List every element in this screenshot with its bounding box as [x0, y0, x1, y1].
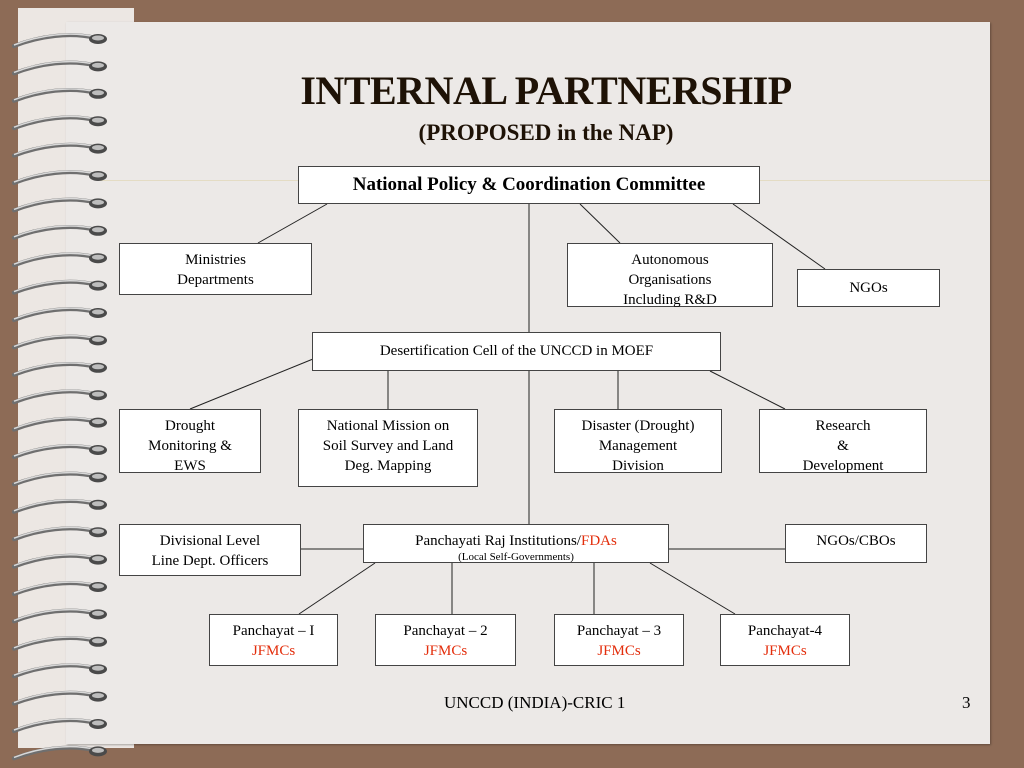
box-text: Division [612, 458, 664, 474]
box-text: Organisations [628, 272, 712, 288]
spiral-coil [12, 526, 107, 542]
spiral-coil [12, 60, 107, 76]
box-text: Panchayat-4 [747, 623, 823, 639]
jfmc-label: JFMCs [251, 643, 296, 659]
box-text: Desertification Cell of the UNCCD in MOE… [379, 343, 654, 359]
slide-subtitle: (PROPOSED in the NAP) [418, 120, 674, 145]
box-ministries-departments: Ministries Departments [119, 243, 312, 295]
box-disaster-management-division: Disaster (Drought) Management Division [554, 409, 722, 474]
spiral-coil [12, 635, 107, 651]
box-text: Deg. Mapping [344, 458, 432, 474]
box-desertification-cell: Desertification Cell of the UNCCD in MOE… [312, 332, 721, 371]
spiral-binding [12, 33, 107, 761]
box-text: Panchayat – 3 [576, 623, 662, 639]
connector-top-ngos [732, 203, 826, 270]
spiral-coil [12, 87, 107, 103]
box-text: Line Dept. Officers [151, 553, 269, 569]
box-panchayat-3: Panchayat – 3 JFMCs [554, 614, 684, 666]
box-text: Disaster (Drought) [581, 418, 695, 434]
spiral-coil [12, 142, 107, 158]
spiral-coil [12, 444, 107, 459]
jfmc-label: JFMCs [423, 643, 468, 659]
spiral-coil [12, 581, 107, 596]
spiral-coil [12, 224, 107, 240]
spiral-coil [12, 279, 107, 295]
box-text: EWS [174, 458, 206, 474]
box-text: Soil Survey and Land [322, 438, 454, 454]
spiral-coil [12, 334, 107, 350]
spiral-coil [12, 197, 107, 213]
connector-cell-drought [189, 358, 314, 410]
box-text: Autonomous [631, 252, 709, 268]
spiral-coil [12, 361, 107, 377]
slide-title: INTERNAL PARTNERSHIP [300, 68, 792, 113]
connector-top-ministries [257, 203, 328, 244]
box-panchayat-1: Panchayat – I JFMCs [209, 614, 338, 666]
spiral-coil [12, 416, 107, 432]
spiral-coil [12, 170, 107, 185]
spiral-coil [12, 389, 107, 405]
box-text: Development [802, 458, 884, 474]
box-text: & [837, 438, 849, 454]
pri-fdas-label: FDAs [580, 533, 617, 549]
spiral-coil [12, 608, 107, 624]
connector-cell-research [709, 370, 786, 410]
spiral-coil [12, 115, 107, 131]
connector-pri-p4 [649, 562, 736, 615]
spiral-coil [12, 252, 107, 268]
box-autonomous-organisations: Autonomous Organisations Including R&D [567, 243, 773, 308]
box-text: NGOs [849, 280, 888, 296]
box-ngos-cbos: NGOs/CBOs [785, 524, 927, 563]
box-text: Monitoring & [148, 438, 232, 454]
pri-label: Panchayati Raj Institutions/ [415, 533, 581, 549]
box-panchayat-4: Panchayat-4 JFMCs [720, 614, 850, 666]
spiral-coil [12, 718, 107, 733]
spiral-coil [12, 498, 107, 514]
spiral-coil [12, 663, 107, 679]
box-text: Ministries [185, 252, 246, 268]
box-text: Panchayati Raj Institutions/FDAs [415, 531, 617, 551]
box-national-mission-soil-survey: National Mission on Soil Survey and Land… [298, 409, 478, 487]
box-panchayati-raj-institutions: Panchayati Raj Institutions/FDAs (Local … [363, 524, 669, 563]
box-research-development: Research & Development [759, 409, 927, 474]
box-text: Drought [165, 418, 215, 434]
box-text: NGOs/CBOs [816, 533, 896, 549]
jfmc-label: JFMCs [597, 643, 641, 659]
spiral-coil [12, 33, 107, 48]
connector-pri-p1 [298, 562, 376, 615]
box-text: National Mission on [326, 418, 450, 434]
jfmc-label: JFMCs [763, 643, 807, 659]
box-text: Divisional Level [159, 533, 261, 549]
box-text: Research [815, 418, 871, 434]
box-divisional-level-officers: Divisional Level Line Dept. Officers [119, 524, 301, 576]
box-ngos: NGOs [797, 269, 940, 307]
spiral-coil [12, 553, 107, 569]
slide-footer: UNCCD (INDIA)-CRIC 1 [444, 693, 626, 712]
box-text: Management [598, 438, 678, 454]
connector-top-autonomous [579, 203, 621, 244]
box-panchayat-2: Panchayat – 2 JFMCs [375, 614, 516, 666]
spiral-coil [12, 745, 107, 761]
box-drought-monitoring: Drought Monitoring & EWS [119, 409, 261, 474]
spiral-coil [12, 471, 107, 487]
spiral-coil [12, 690, 107, 706]
box-text: Including R&D [623, 292, 717, 308]
box-text: National Policy & Coordination Committee [352, 174, 706, 195]
spiral-coil [12, 307, 107, 322]
box-text: Panchayat – I [232, 623, 315, 639]
box-text: Panchayat – 2 [403, 623, 488, 639]
box-text: Departments [177, 272, 254, 288]
page-number: 3 [962, 693, 971, 712]
box-national-policy-committee: National Policy & Coordination Committee [298, 166, 760, 204]
pri-sub-label: (Local Self-Governments) [458, 551, 574, 563]
